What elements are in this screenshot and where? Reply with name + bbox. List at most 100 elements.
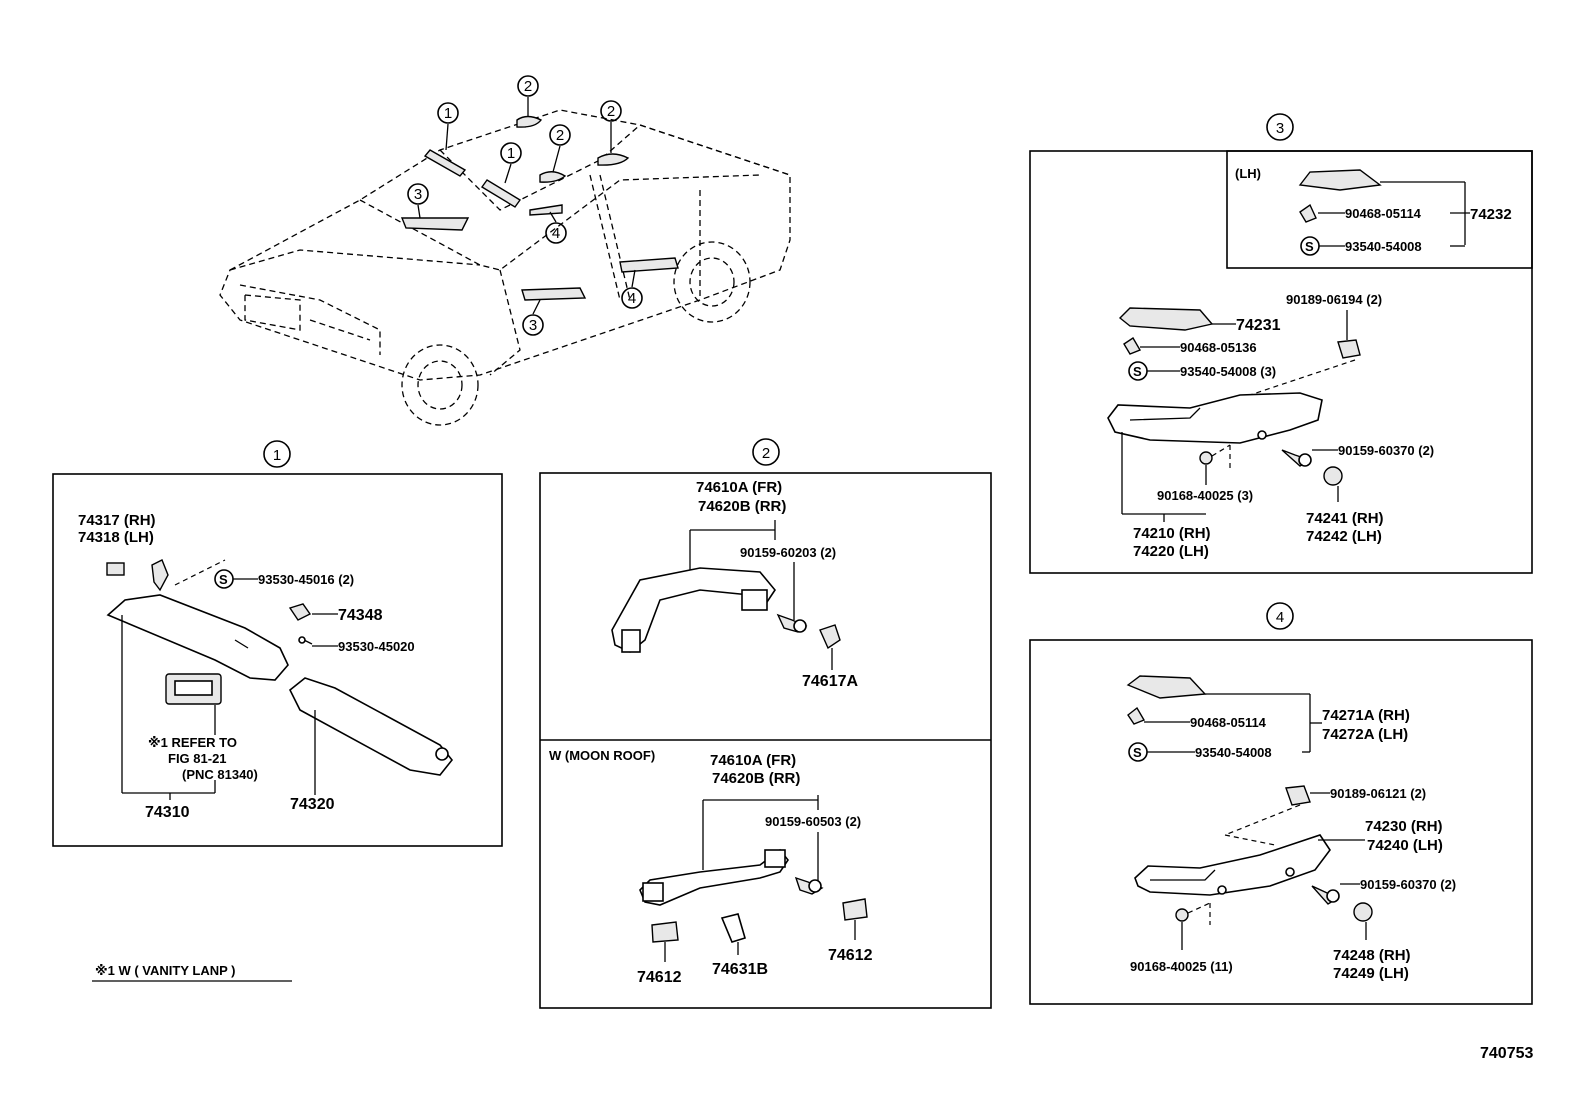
pull-clip-part [1285, 785, 1311, 806]
part-label: 74231 [1236, 317, 1281, 334]
section-1-callout [263, 440, 291, 468]
part-label: 74310 [145, 804, 190, 821]
part-label: 74242 (LH) [1306, 528, 1382, 545]
lh-bezel-part [1298, 169, 1382, 191]
grip-cover-part-a [651, 921, 679, 943]
part-label: 90468-05136 [1180, 340, 1257, 355]
part-label: 90189-06194 (2) [1286, 292, 1382, 307]
grip-spring-part [720, 913, 746, 943]
part-label: 1 [444, 105, 452, 122]
part-label: 93530-45020 [338, 639, 415, 654]
part-label: 74320 [290, 796, 335, 813]
part-label: 74249 (LH) [1333, 965, 1409, 982]
part-label: 4 [1276, 609, 1284, 626]
part-label: S [219, 572, 228, 587]
section-1-frame [52, 473, 503, 847]
part-label: 90159-60503 (2) [765, 814, 861, 829]
part-label: 74210 (RH) [1133, 525, 1211, 542]
armrest-part [1107, 392, 1323, 444]
part-label: 2 [556, 127, 564, 144]
part-label: 74617A [802, 673, 858, 690]
part-label: 74612 [828, 947, 873, 964]
section-3-lh-frame [1226, 150, 1533, 269]
part-label: 74241 (RH) [1306, 510, 1384, 527]
part-label: 1 [507, 145, 515, 162]
part-label: 90189-06121 (2) [1330, 786, 1426, 801]
part-label: W (MOON ROOF) [549, 748, 655, 763]
grip-cover-part-b [842, 898, 868, 921]
part-label: 74631B [712, 961, 768, 978]
part-label: 90468-05114 [1190, 715, 1267, 730]
part-label: 74220 (LH) [1133, 543, 1209, 560]
section-3-frame [1029, 150, 1533, 574]
visor-holder-part [106, 562, 125, 576]
section-4-door-pull: 4 74271A (RH) 74272A (LH) 90468-05114 S … [1029, 602, 1533, 1005]
switch-bezel-part [1118, 307, 1214, 331]
part-label: 90159-60370 (2) [1360, 877, 1456, 892]
part-label: 74240 (LH) [1367, 837, 1443, 854]
part-label: 74620B (RR) [712, 770, 800, 787]
armrest-plug-part [1323, 466, 1343, 486]
part-label: 90468-05114 [1345, 206, 1422, 221]
pull-nut-part [1175, 908, 1189, 922]
armrest-clip-part [1337, 339, 1361, 359]
part-label: 74610A (FR) [696, 479, 782, 496]
part-label: 74610A (FR) [710, 752, 796, 769]
part-label: S [1133, 745, 1142, 760]
armrest-nut-part [1199, 451, 1213, 465]
part-label: (PNC 81340) [182, 767, 258, 782]
section-4-callout [1266, 602, 1294, 630]
visor-hinge-part [288, 603, 312, 621]
part-label: 74232 [1470, 206, 1512, 223]
section-1-sun-visor: 1 74317 (RH) 74318 (LH) S 93530-45016 (2… [52, 440, 503, 847]
footer: ※1 W ( VANITY LANP ) 740753 [92, 963, 1533, 1062]
part-label: 3 [529, 317, 537, 334]
part-label: 90168-40025 (3) [1157, 488, 1253, 503]
part-label: 74318 (LH) [78, 529, 154, 546]
grip-clip-part [819, 624, 841, 650]
visor-rh-part [288, 677, 454, 776]
part-label: 4 [552, 225, 560, 242]
car-illustration [219, 109, 791, 426]
part-label: 93540-54008 [1195, 745, 1272, 760]
part-label: 93530-45016 (2) [258, 572, 354, 587]
part-label: 74612 [637, 969, 682, 986]
section-4-frame [1029, 639, 1533, 1005]
part-label: 3 [414, 186, 422, 203]
part-label: 74272A (LH) [1322, 726, 1408, 743]
figure-number: 740753 [1480, 1045, 1533, 1062]
part-label: 74230 (RH) [1365, 818, 1443, 835]
section-3-callout [1266, 113, 1294, 141]
part-label: 4 [628, 290, 636, 307]
part-label: 74317 (RH) [78, 512, 156, 529]
part-label: 74620B (RR) [698, 498, 786, 515]
part-label: 90159-60370 (2) [1338, 443, 1434, 458]
part-label: S [1133, 364, 1142, 379]
part-label: ※1 REFER TO [148, 735, 237, 750]
part-label: 1 [273, 447, 281, 464]
pull-plug-part [1353, 902, 1373, 922]
part-label: 2 [762, 445, 770, 462]
part-label: S [1305, 239, 1314, 254]
part-label: 90159-60203 (2) [740, 545, 836, 560]
car-part-marks [400, 115, 679, 301]
section-2-callout [752, 438, 780, 466]
part-label: 74348 [338, 607, 383, 624]
part-label: 2 [524, 78, 532, 95]
visor-clip-part [151, 559, 169, 592]
part-label: FIG 81-21 [168, 751, 227, 766]
part-label: 90168-40025 (11) [1130, 959, 1233, 974]
part-label: 93540-54008 (3) [1180, 364, 1276, 379]
car-callouts: 1 2 1 2 2 3 4 3 4 [407, 75, 643, 336]
part-label: 74271A (RH) [1322, 707, 1410, 724]
part-label: (LH) [1235, 166, 1261, 181]
lh-clip-part [1299, 203, 1317, 223]
visor-lh-part [106, 594, 289, 681]
pull-bezel-part [1126, 675, 1207, 699]
part-label: 2 [607, 103, 615, 120]
part-label: 3 [1276, 120, 1284, 137]
footnote: ※1 W ( VANITY LANP ) [95, 963, 235, 978]
section-3-door-armrest: 3 (LH) 90468-05114 74232 S 93540-54008 7… [1029, 113, 1533, 574]
section-2-assist-grip: 2 74610A (FR) 74620B (RR) 90159-60203 (2… [539, 438, 992, 1009]
